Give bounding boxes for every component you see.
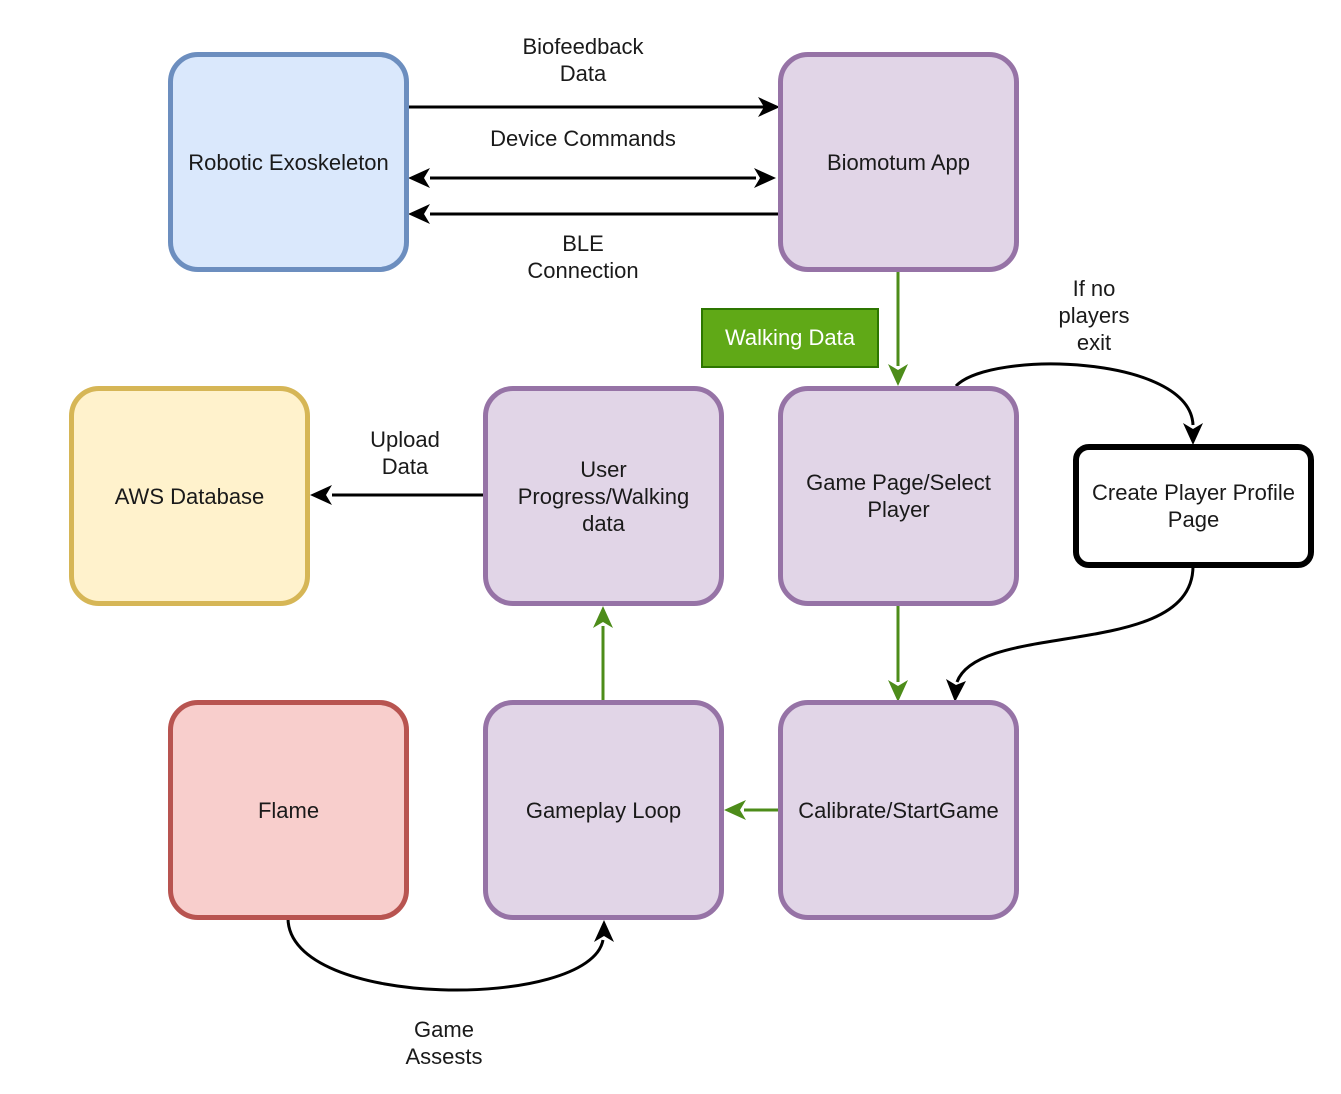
game-page-node: Game Page/Select Player (778, 386, 1019, 606)
no-players-arrow (954, 362, 1195, 426)
game-assets-label: Game Assests (405, 1017, 483, 1069)
profile-to-calibrate-arrowhead (946, 679, 966, 702)
ble-arrowhead (408, 204, 430, 224)
profile-to-calibrate-arrow (955, 565, 1195, 683)
calibrate-start-game-node: Calibrate/StartGame (778, 700, 1019, 920)
game-to-calibrate-arrowhead (888, 680, 908, 702)
biofeedback-label: Biofeedback Data (522, 34, 644, 86)
game-page-label: Game Page/Select Player (806, 470, 991, 522)
flame-node: Flame (168, 700, 409, 920)
if-no-players-label: If no players exit (1058, 276, 1130, 355)
gameplay-loop-node: Gameplay Loop (483, 700, 724, 920)
user-progress-node: User Progress/Walking data (483, 386, 724, 606)
walking-data-label: Walking Data (724, 325, 855, 350)
calibrate-start-game-label: Calibrate/StartGame (798, 797, 999, 823)
gameplay-loop-label: Gameplay Loop (525, 797, 682, 823)
aws-database-node: AWS Database (69, 386, 310, 606)
device-commands-arrowhead-right (754, 168, 776, 188)
create-player-profile-node: Create Player Profile Page (1073, 444, 1314, 568)
flame-label: Flame (257, 797, 320, 823)
device-commands-label: Device Commands (490, 126, 676, 151)
walking-data-arrowhead (888, 364, 908, 386)
loop-to-progress-arrowhead (593, 606, 613, 628)
no-players-arrowhead (1183, 423, 1203, 445)
biomotum-app-node: Biomotum App (778, 52, 1019, 272)
create-player-profile-label: Create Player Profile Page (1092, 480, 1295, 532)
upload-data-label: Upload Data (370, 427, 440, 479)
walking-data-tag: Walking Data (701, 308, 879, 368)
robotic-exoskeleton-node: Robotic Exoskeleton (168, 52, 409, 272)
user-progress-label: User Progress/Walking data (517, 456, 690, 536)
upload-arrowhead (310, 485, 332, 505)
aws-database-label: AWS Database (114, 483, 265, 509)
biofeedback-arrowhead (758, 97, 780, 117)
biomotum-app-label: Biomotum App (826, 149, 971, 175)
ble-connection-label: BLE Connection (527, 231, 639, 283)
calibrate-to-loop-arrowhead (724, 800, 746, 820)
device-commands-arrowhead-left (408, 168, 430, 188)
game-assets-arrowhead (594, 920, 614, 942)
game-assets-arrow (286, 917, 605, 992)
robotic-exoskeleton-label: Robotic Exoskeleton (188, 149, 389, 175)
